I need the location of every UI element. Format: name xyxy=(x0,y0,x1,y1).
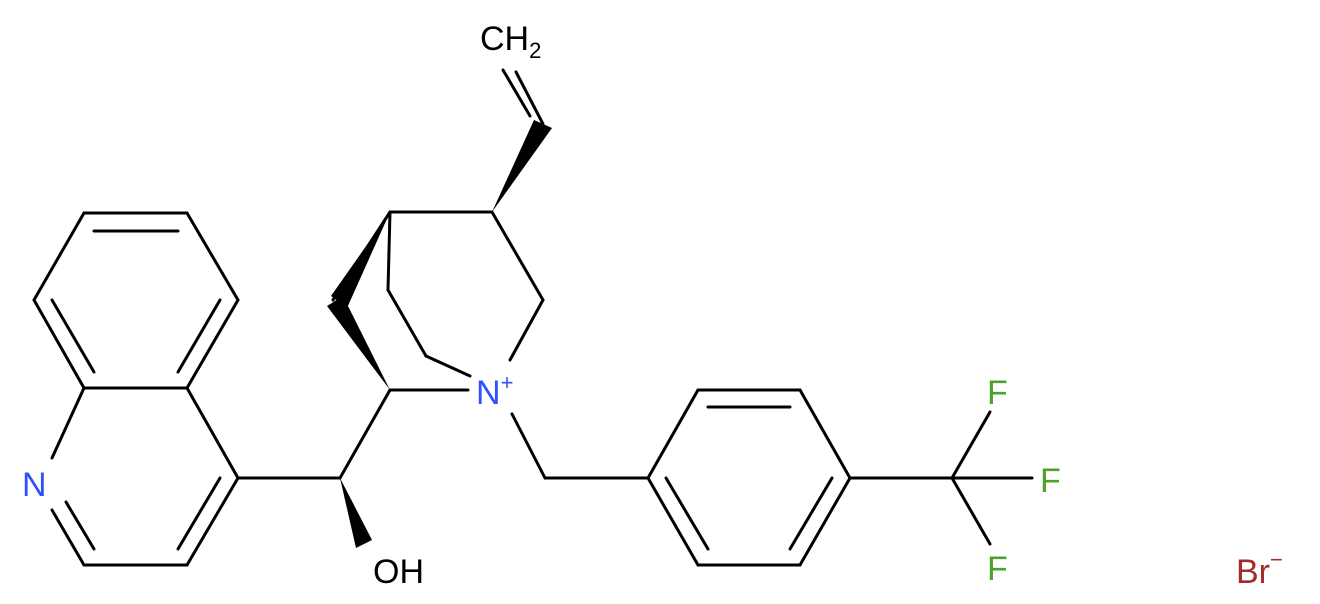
bond xyxy=(185,211,240,302)
wedge-bond xyxy=(331,212,390,308)
bond xyxy=(424,354,472,378)
bond xyxy=(950,476,992,546)
bond xyxy=(185,298,240,390)
ch-text: CH xyxy=(480,20,529,58)
ammonium-nitrogen-label: N+ xyxy=(476,370,513,412)
bond xyxy=(176,298,222,374)
vinyl-ch2-label: CH2 xyxy=(480,20,541,63)
ch2-subscript: 2 xyxy=(529,38,541,63)
n-text: N xyxy=(476,374,501,412)
bond xyxy=(32,298,86,390)
fluorine-label-top: F xyxy=(987,374,1008,412)
hydroxyl-label: OH xyxy=(373,553,424,591)
bond xyxy=(510,412,547,480)
bond xyxy=(788,476,834,551)
bond xyxy=(514,70,545,126)
wedge-bond xyxy=(492,120,552,212)
bond xyxy=(50,386,86,460)
bond xyxy=(386,210,392,292)
bond xyxy=(185,476,240,567)
bond xyxy=(798,388,852,480)
wedge-bond xyxy=(340,478,372,548)
benzene-ring xyxy=(646,388,852,567)
bond xyxy=(50,508,86,567)
bond xyxy=(798,476,852,567)
bond xyxy=(501,68,532,118)
quinoline-nitrogen-label: N xyxy=(22,466,47,504)
bromide-label: Br− xyxy=(1236,547,1283,591)
bond xyxy=(338,388,392,480)
quinoline-ring-system xyxy=(32,211,240,567)
bond xyxy=(490,210,545,302)
bond xyxy=(64,500,96,551)
bond xyxy=(646,388,700,480)
bond xyxy=(950,410,992,480)
bond xyxy=(176,476,222,551)
fluorine-label-right: F xyxy=(1040,462,1061,500)
bond xyxy=(32,211,86,302)
bond xyxy=(386,288,428,358)
bond xyxy=(664,476,710,551)
negative-charge: − xyxy=(1270,547,1283,572)
fluorine-label-bottom: F xyxy=(987,550,1008,588)
bond xyxy=(185,386,240,480)
bond xyxy=(646,476,700,567)
bond xyxy=(50,298,96,374)
br-text: Br xyxy=(1236,553,1270,591)
bond xyxy=(508,298,545,362)
wedge-bond xyxy=(327,296,390,390)
quinuclidine-cage xyxy=(327,68,552,392)
positive-charge: + xyxy=(501,370,514,395)
